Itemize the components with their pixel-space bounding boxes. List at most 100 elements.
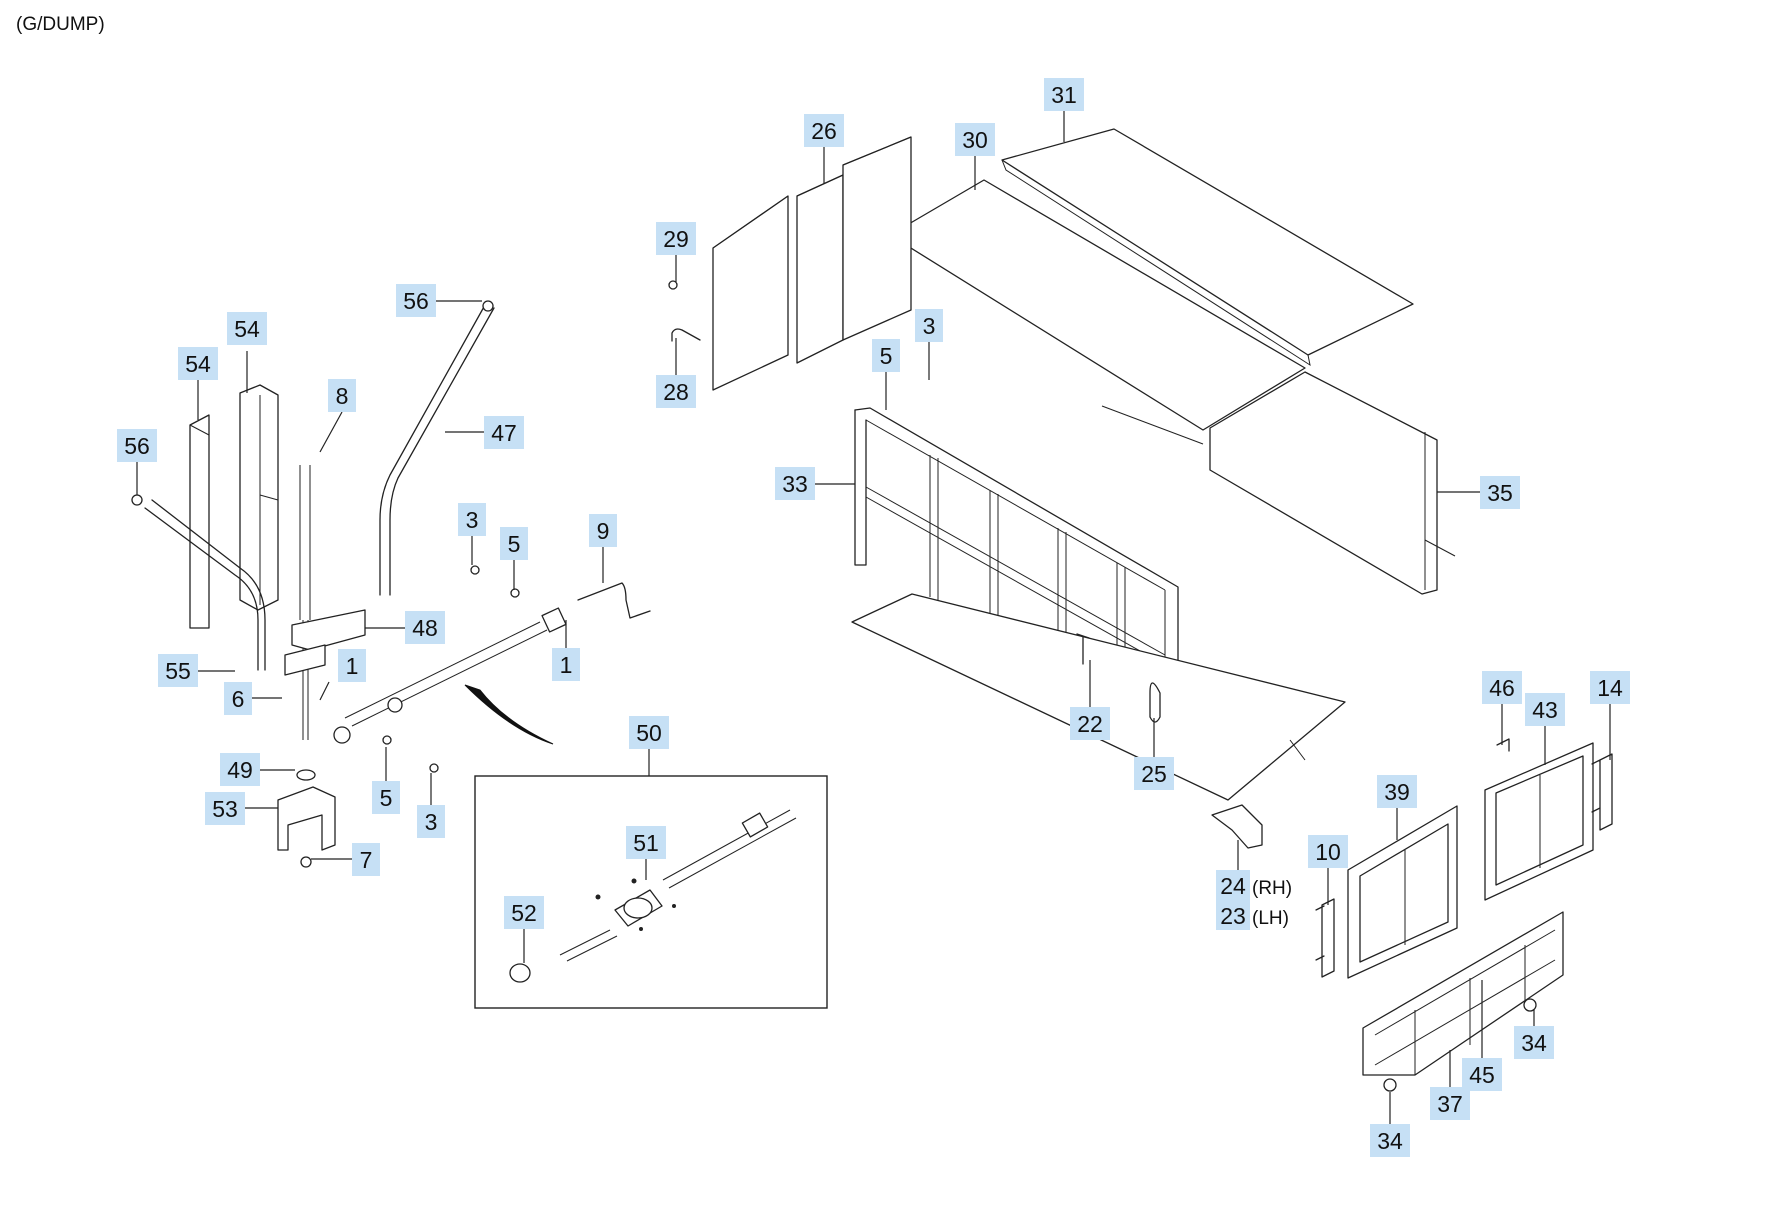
svg-text:8: 8 — [336, 383, 349, 409]
svg-text:23: 23 — [1220, 903, 1246, 929]
callout-45: 45 — [1462, 1058, 1502, 1091]
callout-3-bottom: 3 — [417, 805, 445, 838]
svg-text:25: 25 — [1141, 761, 1167, 787]
callout-52: 52 — [504, 896, 544, 929]
callout-39: 39 — [1377, 775, 1417, 808]
svg-text:53: 53 — [212, 796, 238, 822]
callout-51: 51 — [626, 826, 666, 859]
detail-box-50 — [474, 775, 828, 1009]
svg-text:49: 49 — [227, 757, 253, 783]
part-47-lift-arm — [379, 304, 495, 596]
svg-text:7: 7 — [360, 847, 373, 873]
callout-49: 49 — [220, 753, 260, 786]
callout-48: 48 — [405, 611, 445, 644]
svg-text:14: 14 — [1597, 675, 1623, 701]
callout-46: 46 — [1482, 671, 1522, 704]
svg-text:33: 33 — [782, 471, 808, 497]
svg-text:48: 48 — [412, 615, 438, 641]
svg-text:50: 50 — [636, 720, 662, 746]
svg-text:29: 29 — [663, 226, 689, 252]
part-35-side-panel — [1209, 371, 1456, 595]
part-3-nut-a — [470, 565, 480, 575]
part-22-pin — [1076, 633, 1090, 665]
svg-text:51: 51 — [633, 830, 659, 856]
diagram-title: (G/DUMP) — [16, 14, 105, 35]
callout-7: 7 — [352, 843, 380, 876]
part-26-front-panel — [712, 136, 912, 391]
callout-50: 50 — [629, 716, 669, 749]
callout-54-left: 54 — [178, 347, 218, 380]
part-43-tail-gate-frame — [1484, 742, 1594, 901]
svg-text:10: 10 — [1315, 839, 1341, 865]
svg-text:54: 54 — [185, 351, 211, 377]
callout-29: 29 — [656, 222, 696, 255]
callout-34-bottom: 34 — [1370, 1124, 1410, 1157]
callout-3-mid: 3 — [458, 503, 486, 536]
part-25-latch — [1149, 682, 1161, 723]
part-53-housing — [277, 786, 336, 851]
callout-28: 28 — [656, 375, 696, 408]
part-screw-shaft — [299, 465, 311, 740]
svg-text:(RH): (RH) — [1252, 878, 1292, 899]
callout-33: 33 — [775, 467, 815, 500]
svg-text:55: 55 — [165, 658, 191, 684]
callout-56-left: 56 — [117, 429, 157, 462]
svg-text:56: 56 — [124, 433, 150, 459]
part-30-floor-panel — [889, 179, 1306, 445]
part-28-hook — [671, 328, 701, 342]
callout-55: 55 — [158, 654, 198, 687]
svg-text:5: 5 — [508, 531, 521, 557]
callout-8: 8 — [328, 379, 356, 412]
part-7-nut — [300, 856, 312, 868]
callout-37: 37 — [1430, 1087, 1470, 1120]
svg-text:56: 56 — [403, 288, 429, 314]
part-5-washer-b — [382, 735, 392, 745]
svg-text:30: 30 — [962, 127, 988, 153]
callout-3-top: 3 — [915, 309, 943, 342]
part-universal-joint — [333, 697, 403, 744]
part-49-washer — [296, 769, 316, 781]
part-54-channel-left — [189, 414, 210, 629]
callout-53: 53 — [205, 792, 245, 825]
part-48-bracket — [284, 609, 366, 676]
svg-text:54: 54 — [234, 316, 260, 342]
part-34-bushing-upper — [1523, 998, 1537, 1012]
svg-text:28: 28 — [663, 379, 689, 405]
part-37-rear-gate-frame — [1362, 911, 1564, 1076]
svg-text:34: 34 — [1521, 1030, 1547, 1056]
part-drive-shaft — [344, 607, 567, 727]
callout-5-bottom: 5 — [372, 781, 400, 814]
svg-text:43: 43 — [1532, 697, 1558, 723]
callout-34-right: 34 — [1514, 1026, 1554, 1059]
part-deck-base-plate — [851, 593, 1346, 801]
part-54-channel-right — [239, 384, 279, 611]
callout-25: 25 — [1134, 757, 1174, 790]
svg-text:52: 52 — [511, 900, 537, 926]
callout-6: 6 — [224, 682, 252, 715]
svg-text:34: 34 — [1377, 1128, 1403, 1154]
callout-31: 31 — [1044, 78, 1084, 111]
callout-10: 10 — [1308, 835, 1348, 868]
svg-text:39: 39 — [1384, 779, 1410, 805]
svg-text:3: 3 — [466, 507, 479, 533]
callout-9: 9 — [589, 514, 617, 547]
leader-lines — [136, 111, 1611, 1124]
part-39-side-gate-frame — [1347, 805, 1458, 979]
callout-56-top: 56 — [396, 284, 436, 317]
svg-text:35: 35 — [1487, 480, 1513, 506]
part-46-lever — [1496, 738, 1510, 752]
svg-text:1: 1 — [346, 653, 359, 679]
part-34-bushing-lower — [1383, 1078, 1397, 1092]
svg-text:6: 6 — [232, 686, 245, 712]
part-31-roof-panel — [1001, 128, 1414, 367]
callout-35: 35 — [1480, 476, 1520, 509]
callout-30: 30 — [955, 123, 995, 156]
svg-text:31: 31 — [1051, 82, 1077, 108]
callout-14: 14 — [1590, 671, 1630, 704]
part-10-hinge — [1315, 898, 1335, 978]
callout-5-mid: 5 — [500, 527, 528, 560]
svg-text:3: 3 — [923, 313, 936, 339]
svg-text:1: 1 — [560, 652, 573, 678]
callout-24-rh: 24 (RH) — [1216, 870, 1292, 900]
